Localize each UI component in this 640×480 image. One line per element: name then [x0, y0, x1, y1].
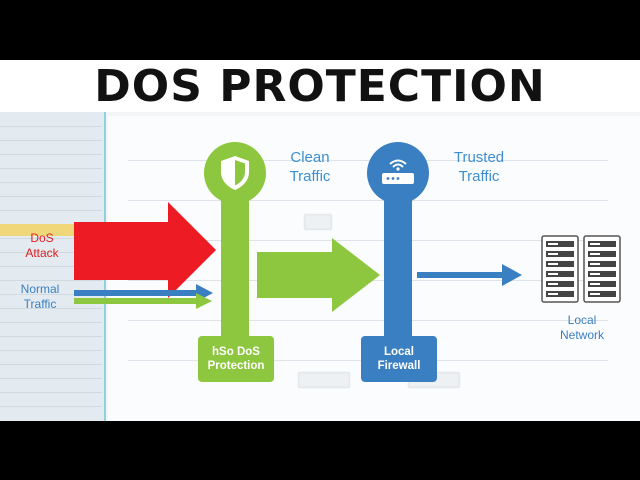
protection-node-circle: [204, 142, 266, 204]
firewall-node-circle: [367, 142, 429, 204]
clean-traffic-label: Clean Traffic: [289, 149, 331, 185]
dos-attack-label: DoS Attack: [25, 231, 59, 260]
server-rack-icon: [541, 235, 621, 303]
dos-attack-arrow: [74, 202, 216, 298]
protection-node-text: hSo DoS Protection: [207, 346, 265, 372]
page-title: DOS PROTECTION: [94, 60, 546, 112]
router-icon: [382, 159, 414, 184]
normal-traffic-arrow-green: [74, 293, 212, 309]
normal-traffic-arrow-blue: [74, 284, 213, 302]
normal-traffic-label: Normal Traffic: [20, 282, 60, 311]
firewall-node-label: Local Firewall: [361, 336, 437, 382]
shield-icon: [221, 156, 249, 190]
local-network-label: Local Network: [559, 313, 604, 342]
title-bar: DOS PROTECTION: [0, 60, 640, 112]
protection-node-label: hSo DoS Protection: [198, 336, 274, 382]
trusted-traffic-label: Trusted Traffic: [453, 149, 505, 185]
firewall-node-text: Local Firewall: [377, 346, 421, 372]
top-letterbox: [0, 0, 640, 60]
bottom-letterbox: [0, 421, 640, 480]
trusted-traffic-arrow: [417, 264, 522, 286]
clean-traffic-arrow: [257, 238, 380, 312]
